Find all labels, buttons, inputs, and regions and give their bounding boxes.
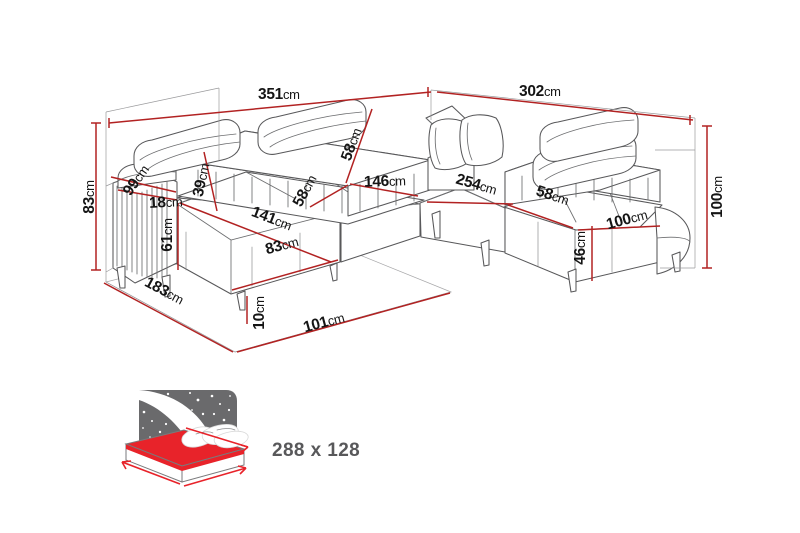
dim-label-101: 101cm xyxy=(301,309,346,336)
dim-label-100-height: 100cm xyxy=(709,176,726,218)
dim-label-58-seat-right: 58cm xyxy=(534,182,571,208)
dim-label-302: 302cm xyxy=(519,83,561,100)
dim-label-46: 46cm xyxy=(572,231,589,264)
dim-label-351: 351cm xyxy=(258,86,300,103)
dim-label-61: 61cm xyxy=(159,218,176,251)
dimension-lines xyxy=(91,87,712,353)
dim-label-58-backrest: 58cm xyxy=(338,126,365,163)
dim-label-83-height: 83cm xyxy=(81,180,98,213)
dim-label-10: 10cm xyxy=(251,296,268,329)
dim-label-58-seat-left: 58cm xyxy=(290,172,321,209)
dim-label-146: 146cm xyxy=(364,172,406,190)
dim-label-39: 39cm xyxy=(190,162,214,198)
sofa-body xyxy=(112,99,691,311)
sleeping-area-label: 288 x 128 xyxy=(272,440,360,461)
dim-label-83-chaise: 83cm xyxy=(264,233,301,258)
dim-label-100-depth: 100cm xyxy=(604,206,649,233)
dim-label-18: 18cm xyxy=(149,193,183,212)
dim-label-254: 254cm xyxy=(454,171,499,199)
bed-sleeping-area-icon: 288 x 128 xyxy=(121,390,360,487)
dimension-labels: 351cm 302cm 83cm 100cm 58cm 58cm 146cm 3… xyxy=(81,83,726,336)
dim-label-141: 141cm xyxy=(249,203,294,234)
